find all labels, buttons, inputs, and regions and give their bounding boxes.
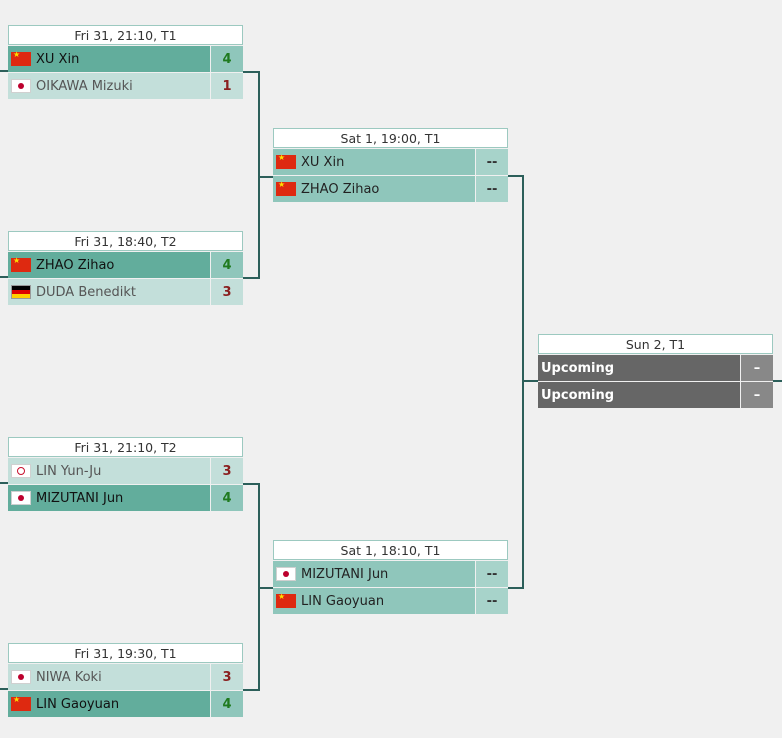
- player-score: 1: [211, 73, 243, 99]
- player-name: MIZUTANI Jun: [301, 566, 389, 582]
- chinese-taipei-flag-icon: [11, 464, 31, 478]
- player-score: --: [476, 588, 508, 614]
- player-row[interactable]: LIN Gaoyuan 4: [8, 691, 243, 717]
- player-name: DUDA Benedikt: [36, 284, 136, 300]
- match-header: Sat 1, 19:00, T1: [273, 128, 508, 148]
- player-name: XU Xin: [301, 154, 345, 170]
- player-row[interactable]: DUDA Benedikt 3: [8, 279, 243, 305]
- player-row[interactable]: MIZUTANI Jun 4: [8, 485, 243, 511]
- japan-flag-icon: [276, 567, 296, 581]
- match-card-qf1[interactable]: Fri 31, 21:10, T1 XU Xin 4 OIKAWA Mizuki…: [8, 25, 243, 99]
- player-name: LIN Gaoyuan: [36, 696, 120, 712]
- player-name: ZHAO Zihao: [301, 181, 380, 197]
- bracket-connector: [0, 482, 8, 484]
- player-name: OIKAWA Mizuki: [36, 78, 133, 94]
- bracket-connector: [258, 176, 273, 178]
- player-score: –: [741, 355, 773, 381]
- match-card-qf3[interactable]: Fri 31, 21:10, T2 LIN Yun-Ju 3 MIZUTANI …: [8, 437, 243, 511]
- match-header: Fri 31, 21:10, T2: [8, 437, 243, 457]
- player-score: 4: [211, 252, 243, 278]
- player-row[interactable]: OIKAWA Mizuki 1: [8, 73, 243, 99]
- player-name: NIWA Koki: [36, 669, 102, 685]
- match-header: Sat 1, 18:10, T1: [273, 540, 508, 560]
- player-score: --: [476, 176, 508, 202]
- china-flag-icon: [276, 180, 296, 196]
- china-flag-icon: [276, 153, 296, 169]
- player-name: LIN Yun-Ju: [36, 463, 102, 479]
- player-score: --: [476, 561, 508, 587]
- player-score: 3: [211, 458, 243, 484]
- player-row[interactable]: LIN Yun-Ju 3: [8, 458, 243, 484]
- bracket-connector: [522, 175, 524, 589]
- match-card-final[interactable]: Sun 2, T1 Upcoming – Upcoming –: [538, 334, 773, 408]
- china-flag-icon: [11, 695, 31, 711]
- bracket-connector: [243, 277, 260, 279]
- player-score: 3: [211, 279, 243, 305]
- match-header: Sun 2, T1: [538, 334, 773, 354]
- bracket-connector: [243, 71, 260, 73]
- bracket-connector: [258, 71, 260, 279]
- player-row[interactable]: XU Xin --: [273, 149, 508, 175]
- player-name: XU Xin: [36, 51, 80, 67]
- match-card-sf1[interactable]: Sat 1, 19:00, T1 XU Xin -- ZHAO Zihao --: [273, 128, 508, 202]
- player-row[interactable]: NIWA Koki 3: [8, 664, 243, 690]
- japan-flag-icon: [11, 670, 31, 684]
- china-flag-icon: [11, 50, 31, 66]
- player-score: 3: [211, 664, 243, 690]
- match-card-sf2[interactable]: Sat 1, 18:10, T1 MIZUTANI Jun -- LIN Gao…: [273, 540, 508, 614]
- bracket-connector: [508, 175, 524, 177]
- match-header: Fri 31, 18:40, T2: [8, 231, 243, 251]
- player-score: 4: [211, 46, 243, 72]
- player-row[interactable]: MIZUTANI Jun --: [273, 561, 508, 587]
- player-name: LIN Gaoyuan: [301, 593, 385, 609]
- bracket-connector: [0, 688, 8, 690]
- china-flag-icon: [11, 256, 31, 272]
- germany-flag-icon: [11, 285, 31, 299]
- player-row[interactable]: Upcoming –: [538, 382, 773, 408]
- match-header: Fri 31, 21:10, T1: [8, 25, 243, 45]
- china-flag-icon: [276, 592, 296, 608]
- match-card-qf4[interactable]: Fri 31, 19:30, T1 NIWA Koki 3 LIN Gaoyua…: [8, 643, 243, 717]
- match-card-qf2[interactable]: Fri 31, 18:40, T2 ZHAO Zihao 4 DUDA Bene…: [8, 231, 243, 305]
- player-row[interactable]: XU Xin 4: [8, 46, 243, 72]
- player-row[interactable]: ZHAO Zihao --: [273, 176, 508, 202]
- player-name: Upcoming: [541, 360, 615, 376]
- bracket-connector: [773, 380, 782, 382]
- player-score: 4: [211, 485, 243, 511]
- player-row[interactable]: LIN Gaoyuan --: [273, 588, 508, 614]
- bracket-connector: [522, 380, 538, 382]
- japan-flag-icon: [11, 79, 31, 93]
- bracket-connector: [0, 276, 8, 278]
- japan-flag-icon: [11, 491, 31, 505]
- player-name: ZHAO Zihao: [36, 257, 115, 273]
- bracket-connector: [243, 689, 260, 691]
- player-name: MIZUTANI Jun: [36, 490, 124, 506]
- bracket-connector: [258, 587, 273, 589]
- player-row[interactable]: ZHAO Zihao 4: [8, 252, 243, 278]
- match-header: Fri 31, 19:30, T1: [8, 643, 243, 663]
- bracket-connector: [508, 587, 524, 589]
- player-score: --: [476, 149, 508, 175]
- bracket-connector: [0, 70, 8, 72]
- player-row[interactable]: Upcoming –: [538, 355, 773, 381]
- player-score: 4: [211, 691, 243, 717]
- player-score: –: [741, 382, 773, 408]
- player-name: Upcoming: [541, 387, 615, 403]
- bracket-connector: [243, 483, 260, 485]
